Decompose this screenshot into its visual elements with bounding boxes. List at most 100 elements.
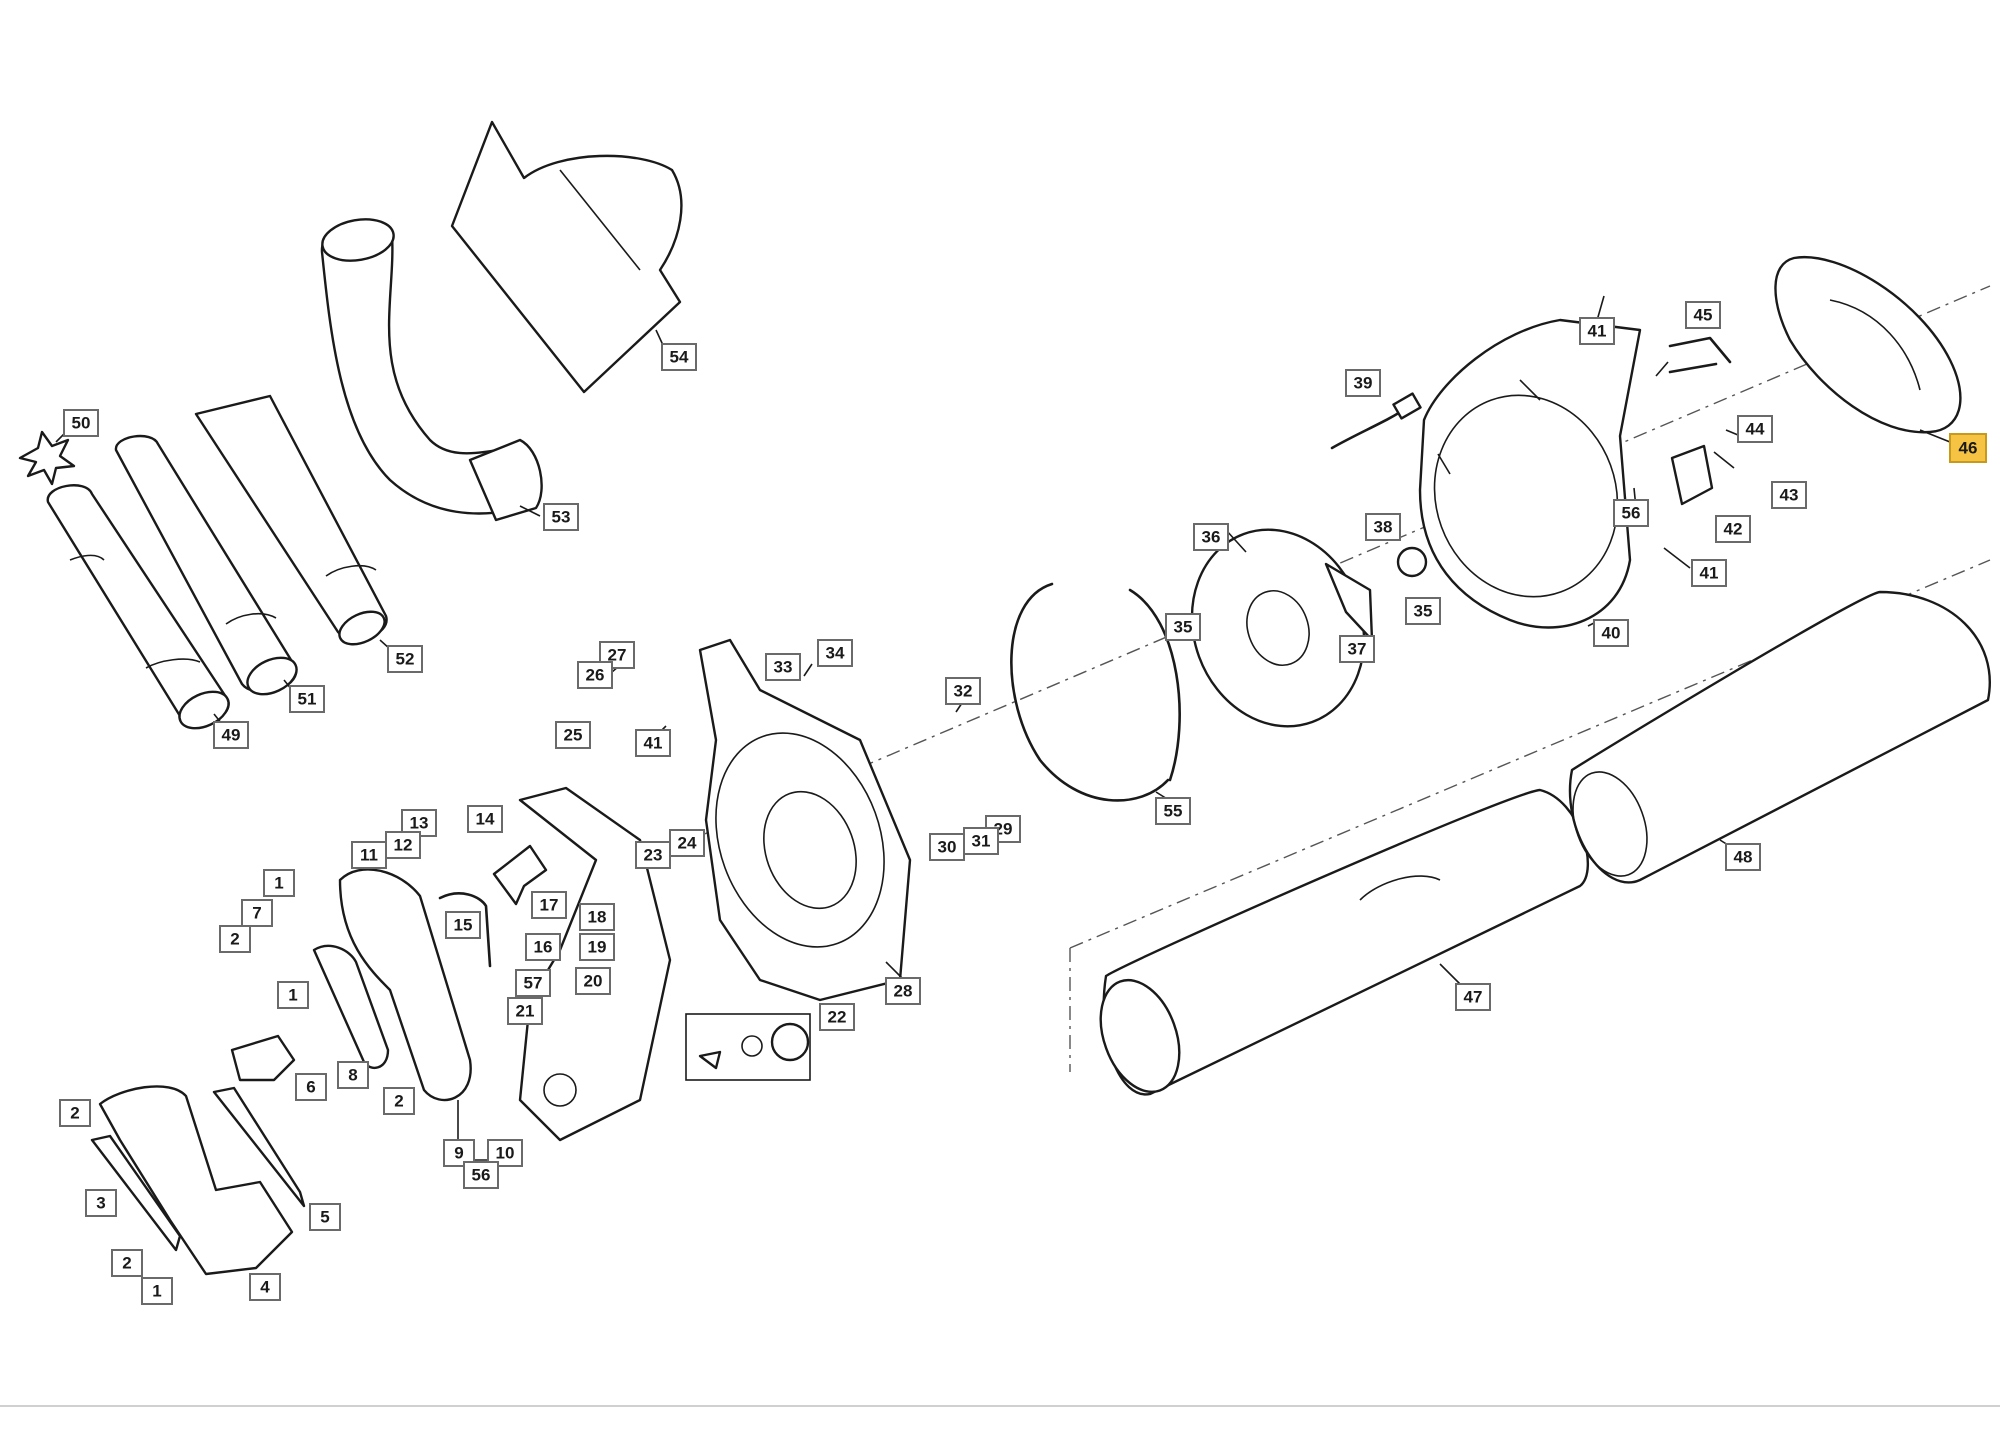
part-4-handle-base (98, 1085, 294, 1276)
callout-40[interactable]: 40 (1593, 619, 1629, 647)
callout-43[interactable]: 43 (1771, 481, 1807, 509)
callout-35-left[interactable]: 35 (1165, 613, 1201, 641)
svg-text:1: 1 (152, 1282, 161, 1301)
callout-38[interactable]: 38 (1365, 513, 1401, 541)
callout-1-c[interactable]: 1 (141, 1277, 173, 1305)
callout-6[interactable]: 6 (295, 1073, 327, 1101)
svg-text:20: 20 (584, 972, 603, 991)
callout-4[interactable]: 4 (249, 1273, 281, 1301)
svg-text:10: 10 (496, 1144, 515, 1163)
callout-12[interactable]: 12 (385, 831, 421, 859)
callout-53[interactable]: 53 (543, 503, 579, 531)
callout-32[interactable]: 32 (945, 677, 981, 705)
callout-14[interactable]: 14 (467, 805, 503, 833)
callout-23[interactable]: 23 (635, 841, 671, 869)
callout-41-top[interactable]: 41 (1579, 317, 1615, 345)
callout-34[interactable]: 34 (817, 639, 853, 667)
part-53-curved-tube (320, 218, 543, 522)
callout-21[interactable]: 21 (507, 997, 543, 1025)
callout-5[interactable]: 5 (309, 1203, 341, 1231)
callout-3[interactable]: 3 (85, 1189, 117, 1217)
svg-text:2: 2 (394, 1092, 403, 1111)
svg-text:2: 2 (122, 1254, 131, 1273)
callout-24[interactable]: 24 (669, 829, 705, 857)
callout-35-right[interactable]: 35 (1405, 597, 1441, 625)
svg-text:50: 50 (72, 414, 91, 433)
callout-11[interactable]: 11 (351, 841, 387, 869)
callout-8[interactable]: 8 (337, 1061, 369, 1089)
callout-16[interactable]: 16 (525, 933, 561, 961)
part-55-gasket (1010, 582, 1181, 802)
svg-text:30: 30 (938, 838, 957, 857)
part-5-grip-cover (212, 1086, 306, 1208)
svg-text:36: 36 (1202, 528, 1221, 547)
callout-57[interactable]: 57 (515, 969, 551, 997)
callout-1-b[interactable]: 1 (277, 981, 309, 1009)
svg-text:41: 41 (1700, 564, 1719, 583)
part-47-tube (1099, 788, 1590, 1096)
callout-33[interactable]: 33 (765, 653, 801, 681)
callout-50[interactable]: 50 (63, 409, 99, 437)
svg-text:52: 52 (396, 650, 415, 669)
callout-54[interactable]: 54 (661, 343, 697, 371)
callout-27[interactable]: 27 (599, 641, 635, 669)
callout-30[interactable]: 30 (929, 833, 965, 861)
svg-text:57: 57 (524, 974, 543, 993)
callout-52[interactable]: 52 (387, 645, 423, 673)
callout-45[interactable]: 45 (1685, 301, 1721, 329)
callout-44[interactable]: 44 (1737, 415, 1773, 443)
callout-46[interactable]: 46 (1949, 433, 1987, 463)
svg-text:48: 48 (1734, 848, 1753, 867)
callout-41-left[interactable]: 41 (635, 729, 671, 757)
svg-text:16: 16 (534, 938, 553, 957)
callout-28[interactable]: 28 (885, 977, 921, 1005)
callout-42[interactable]: 42 (1715, 515, 1751, 543)
callout-7[interactable]: 7 (241, 899, 273, 927)
part-48-tube (1568, 590, 1991, 884)
callout-2-d[interactable]: 2 (111, 1249, 143, 1277)
callout-1-a[interactable]: 1 (263, 869, 295, 897)
callout-39[interactable]: 39 (1345, 369, 1381, 397)
svg-text:12: 12 (394, 836, 413, 855)
callout-41-right[interactable]: 41 (1691, 559, 1727, 587)
svg-text:33: 33 (774, 658, 793, 677)
callout-55[interactable]: 55 (1155, 797, 1191, 825)
svg-text:46: 46 (1959, 439, 1978, 458)
svg-text:56: 56 (472, 1166, 491, 1185)
part-14-trigger (492, 844, 548, 906)
callout-36[interactable]: 36 (1193, 523, 1229, 551)
callout-31[interactable]: 31 (963, 827, 999, 855)
callout-20[interactable]: 20 (575, 967, 611, 995)
part-22-kit (685, 1013, 811, 1081)
callout-56-bottom[interactable]: 56 (463, 1161, 499, 1189)
svg-text:1: 1 (274, 874, 283, 893)
callout-37[interactable]: 37 (1339, 635, 1375, 663)
svg-text:34: 34 (826, 644, 845, 663)
callout-2-c[interactable]: 2 (59, 1099, 91, 1127)
svg-text:43: 43 (1780, 486, 1799, 505)
part-10-handle-half (518, 786, 672, 1142)
callout-2-b[interactable]: 2 (383, 1087, 415, 1115)
callout-17[interactable]: 17 (531, 891, 567, 919)
callout-22[interactable]: 22 (819, 1003, 855, 1031)
callout-18[interactable]: 18 (579, 903, 615, 931)
svg-text:47: 47 (1464, 988, 1483, 1007)
svg-text:23: 23 (644, 846, 663, 865)
part-49-nozzle-tube (46, 484, 230, 730)
callout-49[interactable]: 49 (213, 721, 249, 749)
svg-text:9: 9 (454, 1144, 463, 1163)
callout-47[interactable]: 47 (1455, 983, 1491, 1011)
svg-text:13: 13 (410, 814, 429, 833)
part-6-switch (230, 1034, 296, 1082)
callout-15[interactable]: 15 (445, 911, 481, 939)
part-38-bearing (1396, 546, 1428, 578)
callout-19[interactable]: 19 (579, 933, 615, 961)
callout-48[interactable]: 48 (1725, 843, 1761, 871)
part-3-grip-cover (90, 1134, 182, 1252)
callout-26[interactable]: 26 (577, 661, 613, 689)
svg-text:11: 11 (360, 846, 378, 865)
callout-51[interactable]: 51 (289, 685, 325, 713)
callout-56-top[interactable]: 56 (1613, 499, 1649, 527)
callout-2-a[interactable]: 2 (219, 925, 251, 953)
callout-25[interactable]: 25 (555, 721, 591, 749)
